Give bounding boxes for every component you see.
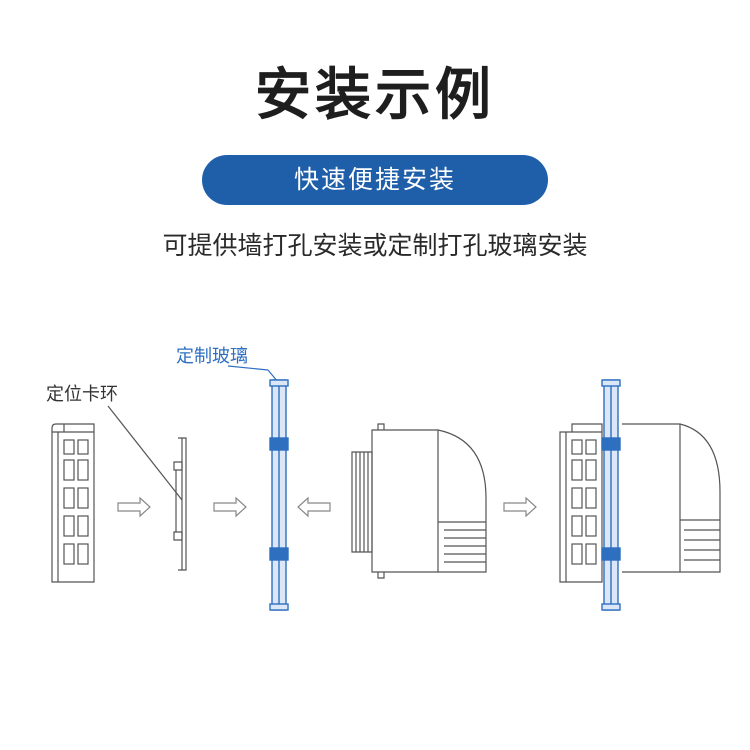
arrow-left-3: [297, 496, 331, 518]
positioning-ring-part: [173, 437, 187, 571]
page-subtitle: 可提供墙打孔安装或定制打孔玻璃安装: [162, 231, 588, 260]
louvre-grille-part: [51, 423, 95, 583]
glass-leader-line: [227, 365, 269, 371]
arrow-right-1: [117, 496, 151, 518]
ring-label: 定位卡环: [46, 384, 118, 405]
vent-fan-part: [351, 423, 487, 579]
assembled-unit: [559, 423, 721, 583]
page-title: 安装示例: [255, 63, 495, 128]
ring-leader-line: [107, 405, 183, 501]
glass-label: 定制玻璃: [176, 346, 248, 367]
custom-glass-part: [269, 379, 289, 611]
assembled-glass: [601, 379, 621, 611]
arrow-right-2: [213, 496, 247, 518]
feature-badge: 快速便捷安装: [202, 155, 548, 205]
arrow-right-4: [503, 496, 537, 518]
